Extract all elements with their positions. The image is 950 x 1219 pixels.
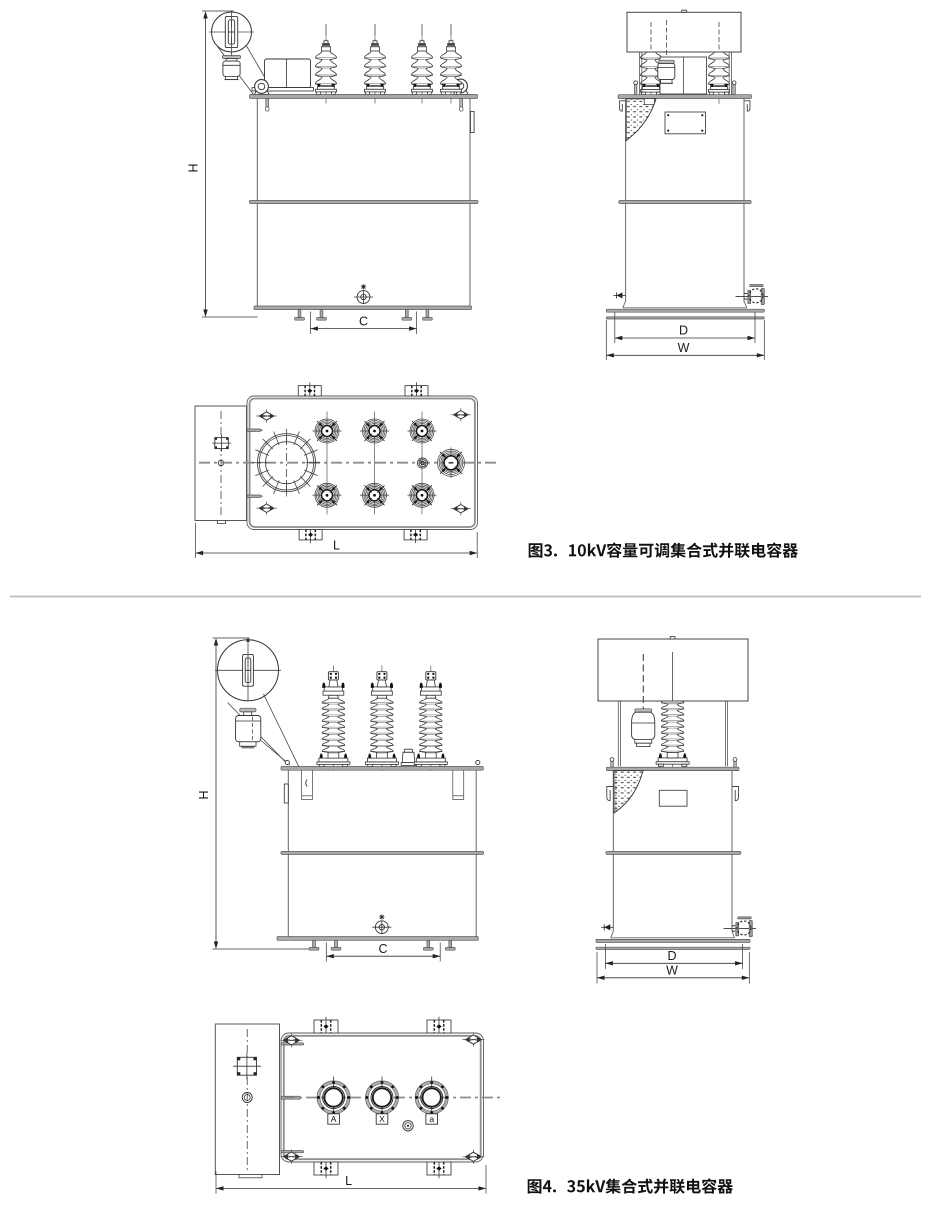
svg-text:H: H — [197, 790, 211, 799]
svg-text:W: W — [678, 341, 690, 355]
svg-text:L: L — [333, 539, 340, 553]
svg-text:a: a — [429, 1114, 434, 1124]
svg-text:D: D — [679, 324, 688, 338]
svg-text:H: H — [187, 163, 201, 172]
svg-text:C: C — [359, 315, 368, 329]
svg-text:W: W — [666, 963, 678, 977]
svg-text:X: X — [379, 1114, 385, 1124]
svg-text:A: A — [331, 1114, 337, 1124]
svg-text:D: D — [667, 949, 676, 963]
svg-text:C: C — [378, 942, 387, 956]
svg-text:L: L — [345, 1174, 352, 1188]
